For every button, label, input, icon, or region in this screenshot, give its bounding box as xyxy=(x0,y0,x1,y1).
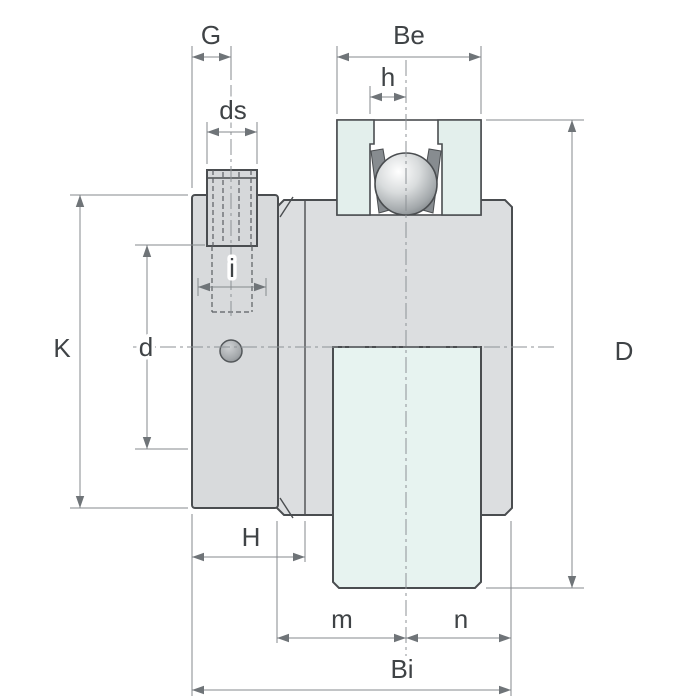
collar-screw-dimple xyxy=(219,339,243,363)
dim-label-D: D xyxy=(615,336,634,366)
arrow-right-icon xyxy=(245,127,257,137)
arrow-right-icon xyxy=(394,92,406,102)
arrow-left-icon xyxy=(370,92,382,102)
dim-label-n: n xyxy=(454,604,468,634)
dim-label-h: h xyxy=(381,62,395,92)
dim-label-K: K xyxy=(53,333,71,363)
arrow-right-icon xyxy=(499,685,511,695)
arrow-left-icon xyxy=(198,282,210,292)
arrow-left-icon xyxy=(192,52,204,62)
dim-label-ds: ds xyxy=(219,95,246,125)
dimension-H xyxy=(191,514,306,696)
groove-notch-top xyxy=(279,196,294,218)
centerlines xyxy=(133,60,558,656)
arrow-right-icon xyxy=(469,52,481,62)
dimension-D xyxy=(486,119,584,589)
arrow-up-icon xyxy=(567,120,577,132)
arrow-left-icon xyxy=(406,633,418,643)
dimension-K xyxy=(70,194,188,509)
dim-label-H: H xyxy=(242,522,261,552)
dim-label-i: i xyxy=(229,253,235,283)
dimension-G xyxy=(191,46,232,188)
set-screw xyxy=(206,169,258,313)
raceway-section xyxy=(336,119,482,216)
dim-label-d: d xyxy=(139,332,153,362)
dim-label-m: m xyxy=(331,604,353,634)
arrow-left-icon xyxy=(207,127,219,137)
arrow-left-icon xyxy=(277,633,289,643)
dimension-h xyxy=(369,86,406,114)
arrow-down-icon xyxy=(567,576,577,588)
arrow-left-icon xyxy=(337,52,349,62)
dimension-i xyxy=(197,278,267,296)
arrow-right-icon xyxy=(293,552,305,562)
arrow-right-icon xyxy=(394,633,406,643)
arrow-up-icon xyxy=(75,195,85,207)
dim-label-Bi: Bi xyxy=(390,654,413,684)
dim-label-G: G xyxy=(201,20,221,50)
inner-ring-sleeve xyxy=(332,346,482,589)
arrow-up-icon xyxy=(142,245,152,257)
dimension-Bi xyxy=(192,685,511,695)
dimension-ds xyxy=(206,122,258,164)
dim-label-Be: Be xyxy=(393,20,425,50)
dimension-Be xyxy=(336,46,482,114)
groove-notch-bottom xyxy=(279,497,294,519)
dimension-m-n xyxy=(276,521,512,696)
arrow-left-icon xyxy=(192,552,204,562)
arrow-right-icon xyxy=(254,282,266,292)
dimension-labels: G Be h ds i d K D H m n Bi xyxy=(50,17,637,688)
dimension-d xyxy=(135,244,205,450)
outer-ring-section-right xyxy=(437,119,482,216)
arrow-down-icon xyxy=(142,437,152,449)
arrow-left-icon xyxy=(192,685,204,695)
set-screw-body xyxy=(206,169,258,247)
arrow-right-icon xyxy=(219,52,231,62)
arrow-right-icon xyxy=(499,633,511,643)
bearing-parts xyxy=(191,119,513,589)
arrow-down-icon xyxy=(75,496,85,508)
outer-ring-section-left xyxy=(336,119,375,216)
